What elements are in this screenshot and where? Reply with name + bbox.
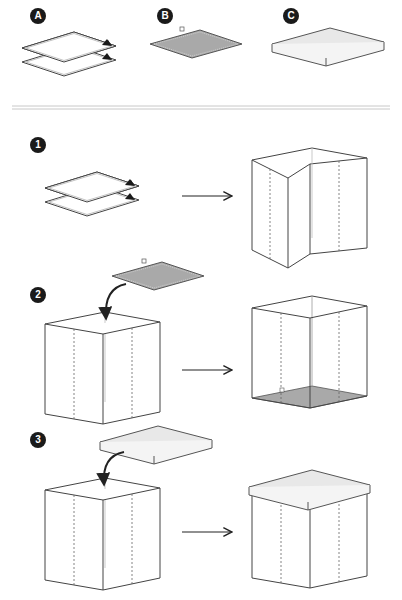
side-panels	[22, 32, 116, 76]
box-with-bottom	[252, 296, 367, 408]
step-arrow	[182, 531, 232, 532]
side-panels	[45, 172, 139, 216]
open-box	[45, 312, 160, 424]
folded-box	[252, 148, 367, 268]
bottom-panel	[150, 27, 242, 58]
closed-box	[249, 470, 370, 588]
lid	[272, 28, 384, 66]
callout-number: B	[157, 8, 173, 24]
open-box	[45, 478, 160, 590]
separator	[12, 106, 390, 107]
callout-number: 1	[30, 137, 46, 153]
step-arrow	[182, 195, 232, 196]
separator	[12, 109, 390, 110]
insert-arrow	[104, 452, 124, 484]
insert-arrow	[106, 284, 126, 318]
bottom-panel	[112, 259, 204, 290]
callout-number: C	[283, 8, 299, 24]
step-arrow	[182, 369, 232, 370]
lid	[100, 426, 212, 464]
callout-number: 3	[30, 432, 46, 448]
callout-number: 2	[30, 287, 46, 303]
callout-number: A	[30, 8, 46, 24]
